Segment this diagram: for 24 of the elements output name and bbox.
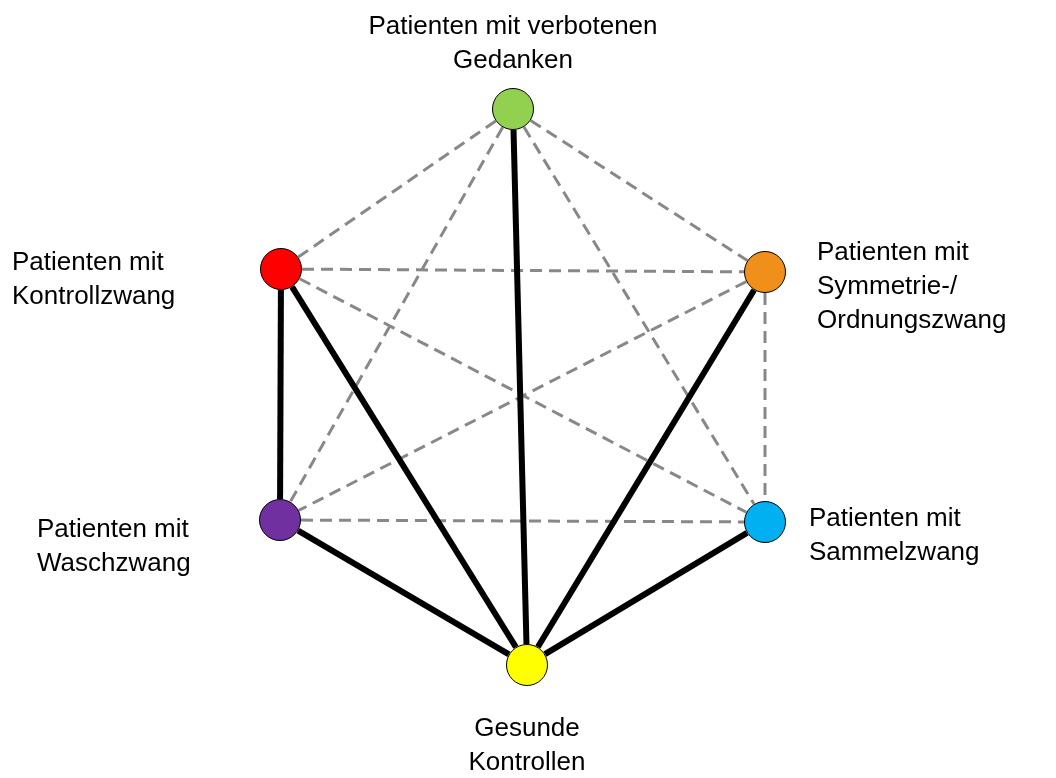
connector-line <box>301 518 744 524</box>
node-circle <box>259 499 301 541</box>
connector-line <box>289 126 504 503</box>
node-circle <box>506 644 548 686</box>
connector-line <box>296 528 511 657</box>
connector-line <box>535 288 757 649</box>
node-label: Patienten mit Sammelzwang <box>809 501 981 568</box>
connector-line <box>529 119 749 262</box>
connector-line <box>277 289 284 500</box>
connector-line <box>289 285 519 649</box>
node-circle <box>492 88 534 130</box>
node-label: Patienten mit Waschzwang <box>37 512 192 579</box>
connector-line <box>522 126 756 505</box>
connector-line <box>543 530 749 657</box>
node-circle <box>744 251 786 293</box>
connector-line <box>302 267 744 274</box>
connector-line <box>510 129 530 645</box>
node-label: Gesunde Kontrollen <box>467 711 587 778</box>
node-label: Patienten mit Symmetrie-/ Ordnungszwang <box>817 235 1008 336</box>
connector-line <box>297 119 497 259</box>
node-label: Patienten mit Kontrollzwang <box>12 245 177 312</box>
node-circle <box>260 248 302 290</box>
node-circle <box>744 501 786 543</box>
node-label: Patienten mit verbotenen Gedanken <box>367 9 659 76</box>
